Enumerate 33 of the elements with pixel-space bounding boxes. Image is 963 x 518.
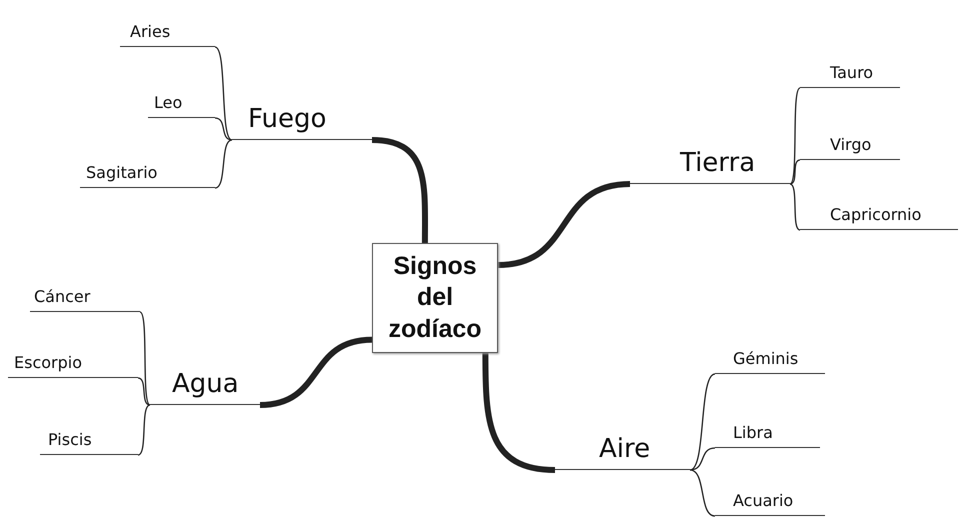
connector-line <box>790 88 800 184</box>
connector-line <box>260 336 372 408</box>
subtopic: Piscis <box>40 423 138 455</box>
branch-topic: Agua <box>150 365 260 405</box>
connector-line <box>372 137 428 243</box>
branch-topic: Aire <box>555 430 690 470</box>
subtopic: Aries <box>120 14 215 47</box>
subtopic: Sagitario <box>80 156 215 188</box>
connector-line <box>214 46 232 141</box>
connector-line <box>790 159 800 185</box>
subtopic: Escorpio <box>8 346 138 378</box>
connector-line <box>790 183 800 231</box>
connector-line <box>214 117 232 141</box>
subtopic: Acuario <box>715 482 825 516</box>
subtopic: Géminis <box>715 342 825 374</box>
central-topic-box: Signos del zodíaco <box>372 243 498 353</box>
subtopic: Cáncer <box>30 280 140 312</box>
connector-line <box>138 377 150 406</box>
branch-topic: Fuego <box>232 100 372 140</box>
branch-topic: Tierra <box>630 140 790 184</box>
connector-line <box>214 139 232 189</box>
connector-line <box>138 404 150 456</box>
connector-line <box>690 373 716 471</box>
subtopic: Libra <box>715 416 820 448</box>
connector-line <box>140 312 150 406</box>
connector-line <box>482 353 556 473</box>
subtopic: Leo <box>148 86 215 118</box>
subtopic: Tauro <box>800 56 900 88</box>
connector-line <box>690 447 716 471</box>
connector-line <box>690 469 716 517</box>
subtopic: Capricornio <box>800 198 958 230</box>
subtopic: Virgo <box>800 128 900 160</box>
connector-line <box>498 181 630 268</box>
